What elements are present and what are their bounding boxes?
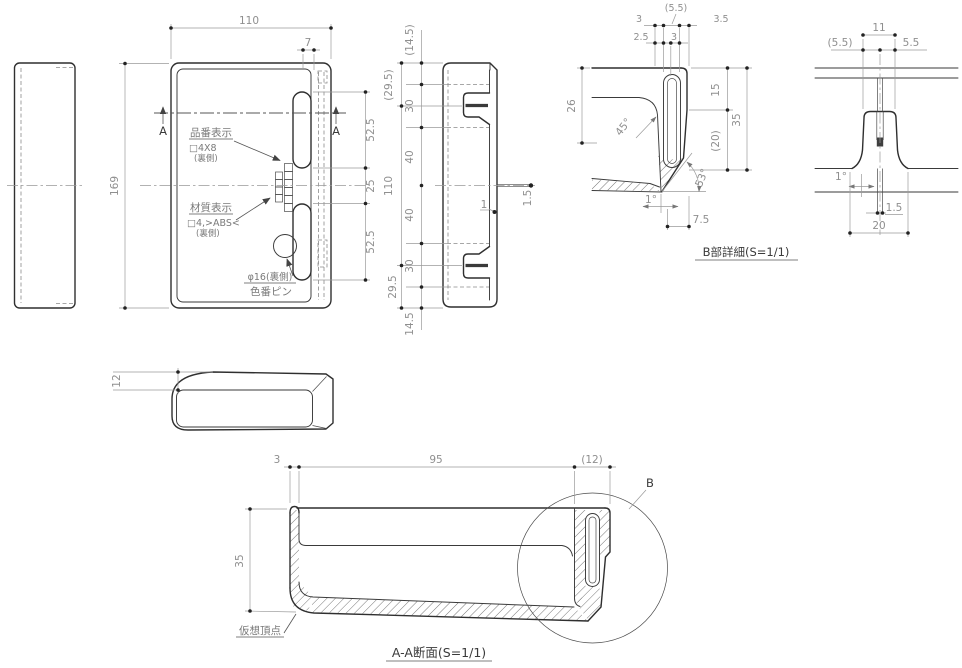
section-letter-left: A <box>159 124 167 138</box>
dim-r2a: 2.5 <box>633 32 648 43</box>
angle-1-right: 1° <box>835 171 847 183</box>
dim-wall: 1 <box>481 199 488 211</box>
left-side-view <box>7 62 84 309</box>
boss-outline <box>851 110 909 170</box>
detail-b-title: B部詳細(S=1/1) <box>703 245 790 259</box>
side-profile-view: (14.5) (29.5) 30 40 110 40 30 29.5 14.5 … <box>383 24 535 336</box>
dim-r2b: 3 <box>671 32 677 43</box>
dim-20: 20 <box>872 220 885 232</box>
angle-45: 45° <box>613 116 634 138</box>
part-no-spec: □4X8 <box>189 143 217 154</box>
part-no-note: (裏側) <box>194 153 218 164</box>
dim-29-5-bottom: 29.5 <box>387 275 399 298</box>
dim-7-5: 7.5 <box>693 214 710 226</box>
dim-15: 15 <box>710 83 722 96</box>
dim-rib: 1.5 <box>522 190 534 207</box>
part-no-title: 品番表示 <box>190 126 232 139</box>
front-view: A A 110 7 169 52.5 25 52.5 品番表示 □4X8 (裏側… <box>109 15 377 310</box>
dim-12-paren: (12) <box>581 454 603 466</box>
detail-right-view: 11 (5.5) 5.5 1° 1.5 20 <box>814 22 959 237</box>
dim-29-5-top: (29.5) <box>383 69 395 101</box>
dim-rib-1-5: 1.5 <box>886 202 903 214</box>
dim-95: 95 <box>429 454 442 466</box>
dim-slot-top: 52.5 <box>365 118 377 141</box>
section-letter-right: A <box>332 124 340 138</box>
dim-r1b: (5.5) <box>665 3 688 14</box>
hook-top <box>462 92 491 126</box>
dim-r1c: 3.5 <box>713 14 728 25</box>
apex-label: 仮想頂点 <box>239 624 281 637</box>
dim-12: 12 <box>111 374 123 387</box>
pin-dia: φ16(裏側) <box>248 271 293 283</box>
section-aa-view: B 3 95 (12) 35 仮想頂点 A-A断面(S=1/1) <box>234 454 668 662</box>
hook-bottom <box>462 245 491 279</box>
dim-40-bottom: 40 <box>404 208 416 221</box>
slot-bottom <box>292 203 312 281</box>
dim-14-5-bottom: 14.5 <box>404 312 416 335</box>
pin-name: 色番ピン <box>250 285 292 298</box>
section-aa-title: A-A断面(S=1/1) <box>392 645 486 660</box>
material-note: (裏側) <box>196 228 220 239</box>
dim-notch: 7 <box>305 37 312 49</box>
dim-slot-bottom: 52.5 <box>365 230 377 253</box>
dim-26: 26 <box>566 99 578 113</box>
detail-b-view: 45° 53° 1° 3 (5.5) 3.5 2.5 3 26 <box>566 3 798 261</box>
angle-1: 1° <box>645 194 657 206</box>
material-title: 材質表示 <box>190 201 232 214</box>
dim-5-5: 5.5 <box>903 37 920 49</box>
dim-40-top: 40 <box>404 150 416 163</box>
dim-width: 110 <box>239 15 259 27</box>
dim-30-bottom: 30 <box>404 259 416 272</box>
dim-3: 3 <box>274 454 281 466</box>
slot-top <box>292 91 312 169</box>
dim-30-top: 30 <box>404 99 416 112</box>
color-pin-circle <box>273 234 297 258</box>
dim-35: 35 <box>234 554 246 567</box>
material-spec: □4,>ABS< <box>187 218 240 229</box>
dim-20p: (20) <box>710 130 722 152</box>
part-number-marking-area <box>284 163 293 212</box>
material-marking-area <box>275 171 283 203</box>
dim-14-5-top: (14.5) <box>404 24 416 56</box>
dim-r1a: 3 <box>636 14 642 25</box>
plan-view: 12 <box>111 368 334 431</box>
dim-height: 169 <box>109 176 121 196</box>
detail-b-ref: B <box>646 476 654 490</box>
detail-b-circle <box>517 492 668 644</box>
dim-110-mid: 110 <box>383 176 395 196</box>
dim-5-5-paren: (5.5) <box>828 37 853 49</box>
dim-11: 11 <box>872 22 885 34</box>
dim-mid: 25 <box>365 179 377 192</box>
dim-35b: 35 <box>731 113 743 126</box>
